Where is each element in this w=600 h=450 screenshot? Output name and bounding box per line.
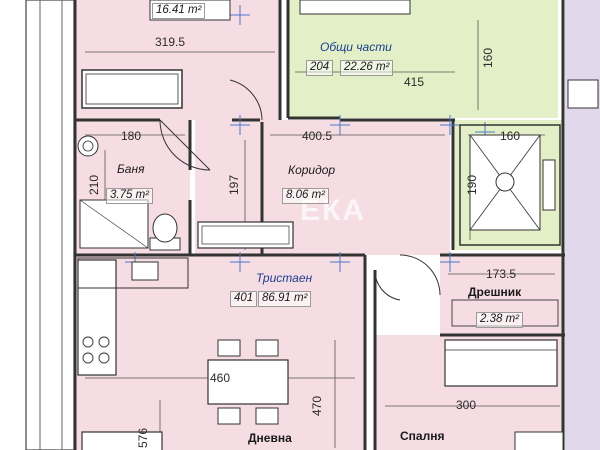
corridor-name: Коридор [288, 163, 336, 177]
dimension-label: 173.5 [486, 267, 517, 281]
closet-area: 2.38 m² [476, 312, 523, 328]
dimension-label: 197 [227, 174, 241, 195]
dimension-label: 160 [481, 47, 495, 68]
wardrobe [444, 339, 558, 387]
washing-machine-inner [201, 225, 290, 245]
chair [255, 339, 279, 357]
top-window-common [299, 0, 411, 15]
living-name: Дневна [248, 431, 292, 445]
dimension-label: 300 [456, 398, 477, 412]
dimension-label: 576 [136, 427, 150, 448]
bed-edge [514, 431, 564, 450]
stove-burner [82, 336, 94, 348]
stove-burner [82, 352, 94, 364]
top-room-area: 16.41 m² [152, 3, 206, 19]
walls [73, 0, 565, 450]
chair [217, 407, 241, 425]
shower-diagonal [79, 199, 149, 249]
bath-sink-round [77, 135, 99, 157]
corridor-area: 8.06 m² [282, 188, 329, 204]
chair [217, 339, 241, 357]
accessibility-icon [495, 172, 515, 192]
right-door [567, 79, 599, 109]
dining-table [207, 359, 289, 405]
exterior-band [25, 0, 75, 450]
apartment-code: 401 [230, 291, 258, 307]
common-area-name: Общи части [320, 40, 392, 54]
elevator-counterweight [542, 159, 556, 211]
elevator-shaft [459, 124, 561, 246]
apartment-name: Тристаен [256, 271, 313, 285]
common-area-area: 22.26 m² [340, 60, 394, 76]
dimension-label: 319.5 [155, 35, 186, 49]
sofa [81, 69, 183, 109]
dimension-label: 470 [310, 395, 324, 416]
dimension-label: 180 [121, 129, 142, 143]
kitchen-sink [131, 261, 159, 281]
dimension-label: 190 [465, 174, 479, 195]
right-strip-fill [565, 0, 600, 450]
chair [255, 407, 279, 425]
bath-sink-inner [82, 140, 94, 152]
dimension-label: 160 [500, 129, 521, 143]
dimension-label: 210 [87, 174, 101, 195]
closet-name: Дрешник [468, 285, 522, 299]
toilet-bowl [152, 213, 178, 243]
kitchen-counter-top [77, 257, 189, 289]
dimension-label: 415 [404, 75, 425, 89]
apartment-area: 86.91 m² [258, 291, 312, 307]
dimension-label: 460 [210, 371, 231, 385]
door-swings [159, 79, 441, 301]
stove-burner [98, 336, 110, 348]
sofa-back [85, 73, 179, 105]
bath-area: 3.75 m² [106, 188, 153, 204]
armchair [81, 431, 163, 450]
dimension-label: 400.5 [302, 129, 333, 143]
bedroom-name: Спалня [400, 429, 445, 443]
stove-burner [98, 352, 110, 364]
common-area-code: 204 [306, 60, 334, 76]
kitchen-counter [77, 259, 117, 376]
common-area-fill [288, 0, 558, 118]
bath-name: Баня [117, 162, 145, 176]
